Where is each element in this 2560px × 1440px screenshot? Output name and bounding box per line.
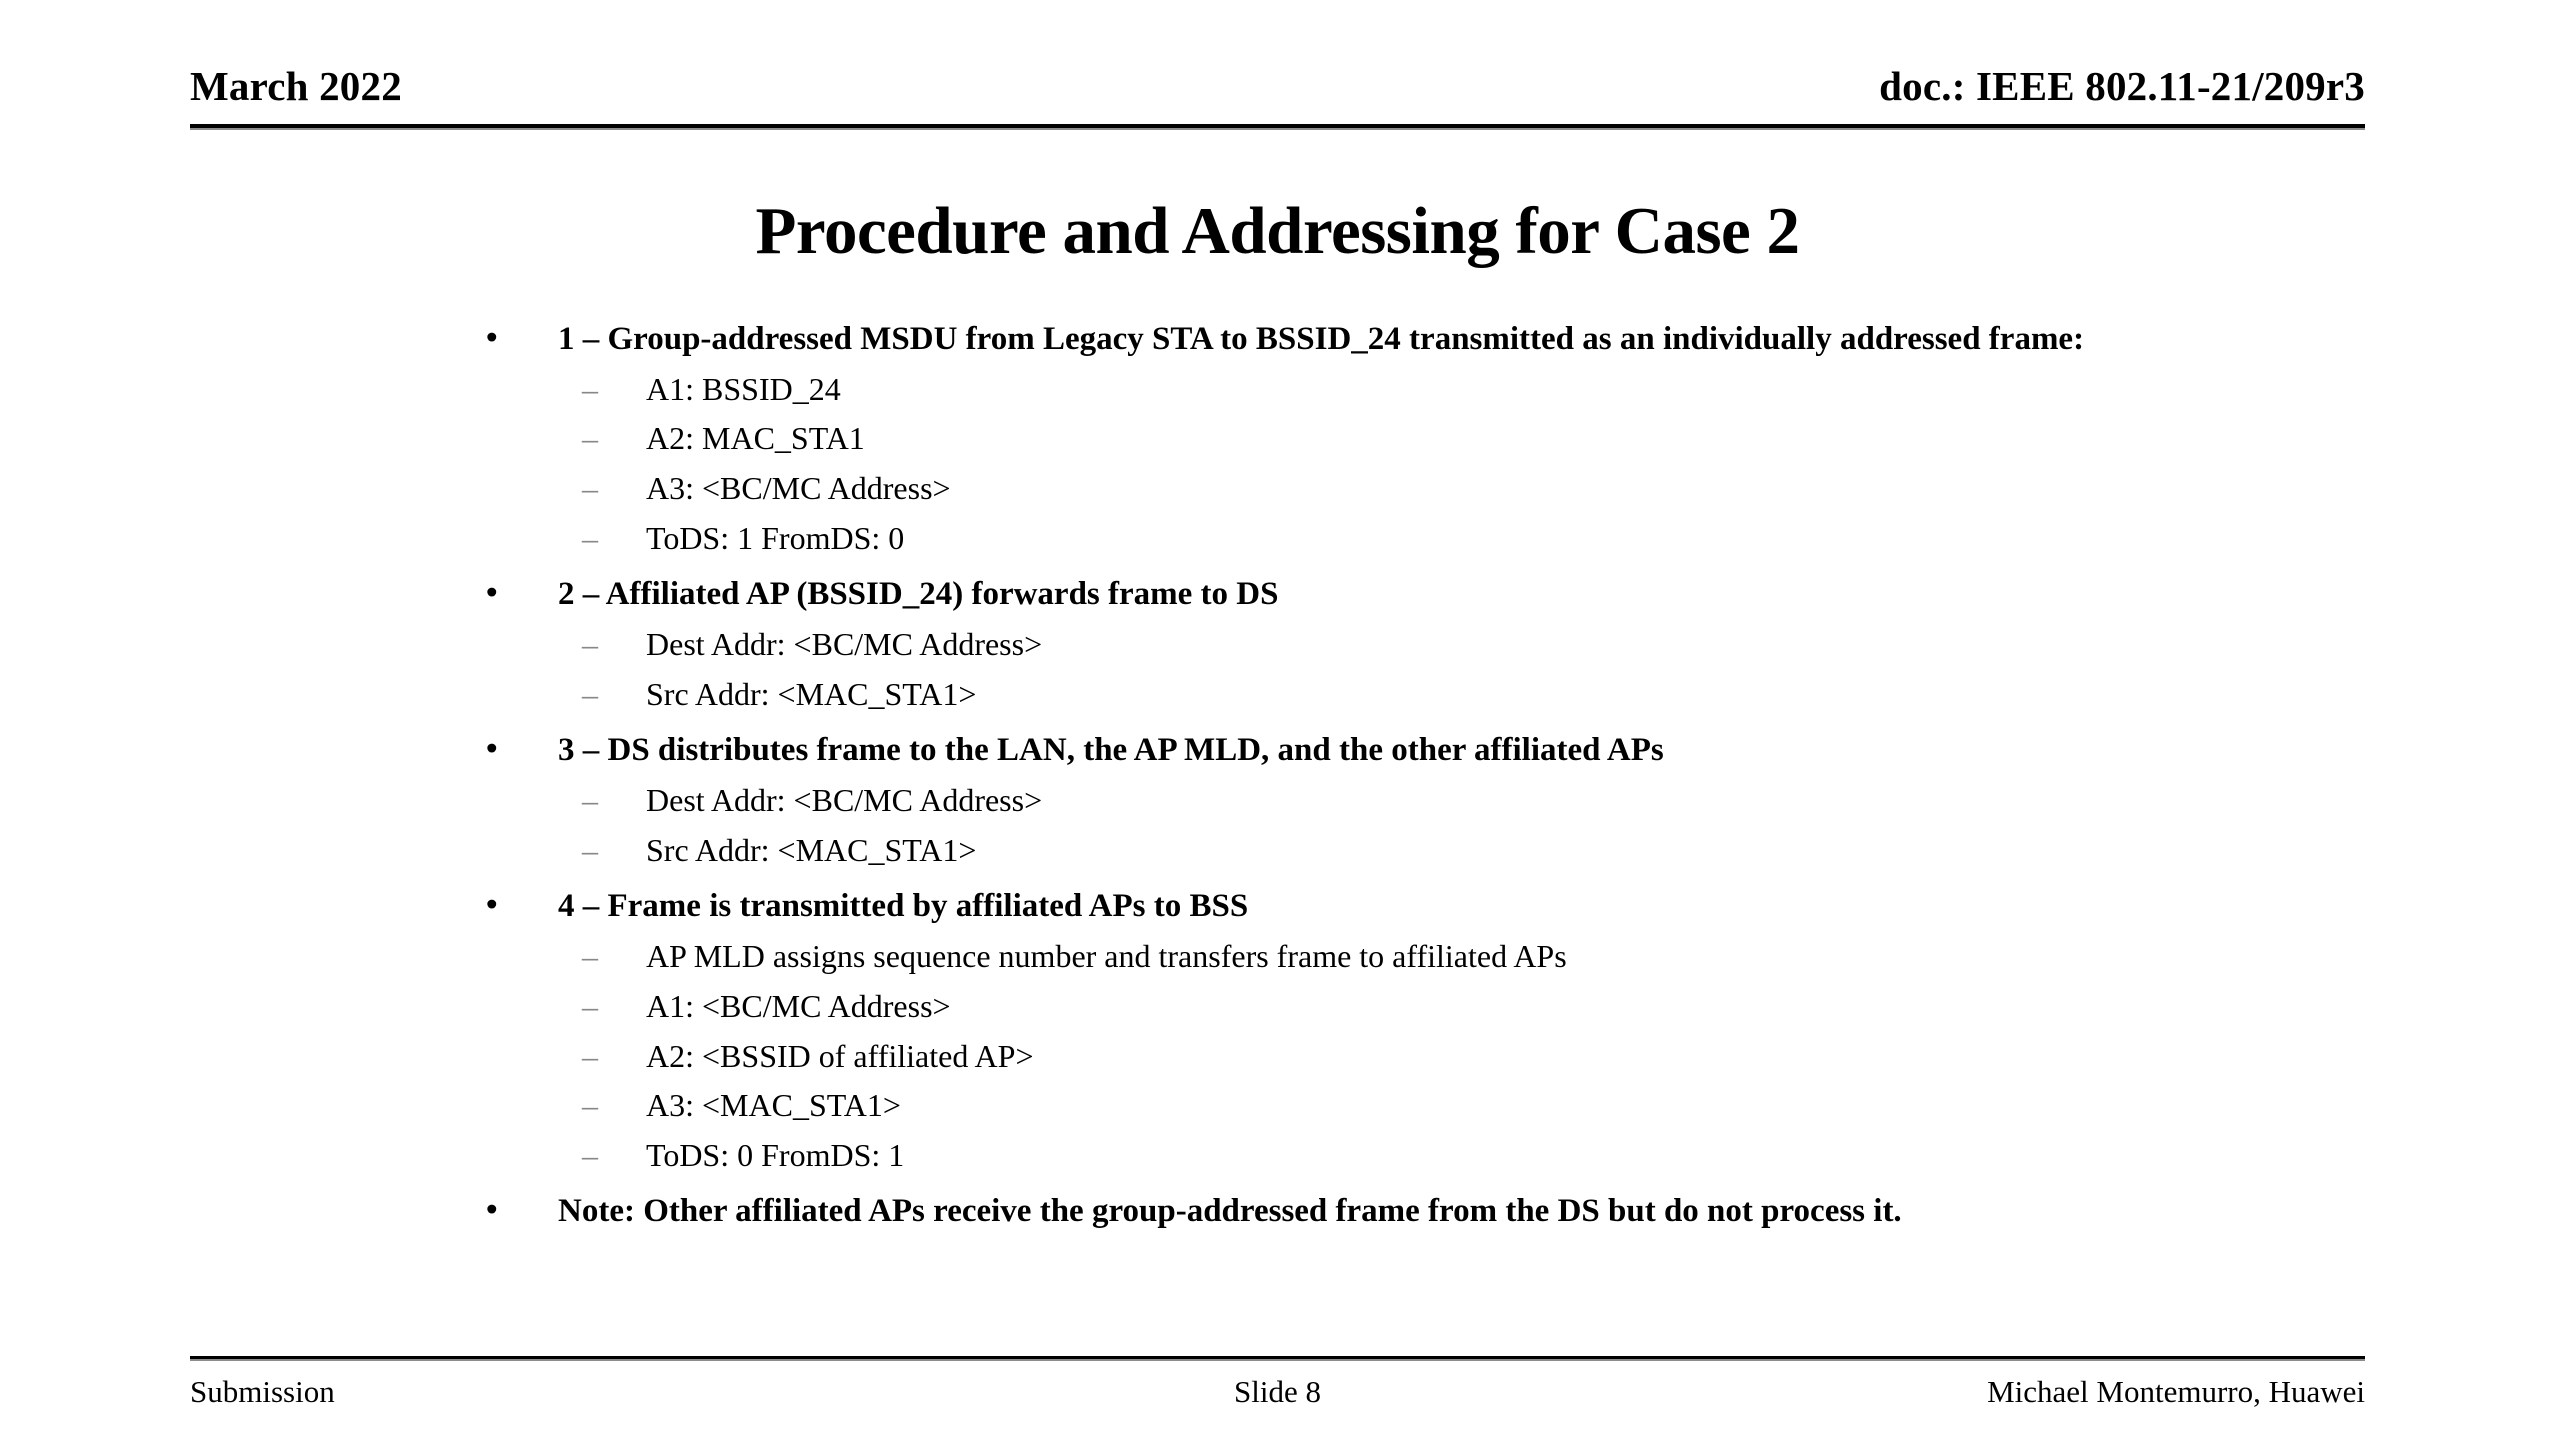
sub-bullet: – Src Addr: <MAC_STA1>	[470, 674, 2406, 716]
sub-bullet-text: A1: BSSID_24	[646, 370, 841, 407]
dash-icon: –	[582, 938, 598, 975]
dash-icon: –	[582, 1136, 598, 1173]
sub-bullet: – A2: <BSSID of affiliated AP>	[470, 1036, 2406, 1078]
dash-icon: –	[582, 675, 598, 712]
sub-bullet-text: A2: <BSSID of affiliated AP>	[646, 1037, 1034, 1074]
bullet-dot-icon: •	[486, 575, 498, 612]
dash-icon: –	[582, 782, 598, 819]
bullet-group-4: • 4 – Frame is transmitted by affiliated…	[470, 885, 2430, 1176]
footer-author: Michael Montemurro, Huawei	[1987, 1374, 2365, 1409]
sub-bullet-text: Dest Addr: <BC/MC Address>	[646, 626, 1043, 663]
bullet-item-2-subs: – Dest Addr: <BC/MC Address> – Src Addr:…	[470, 624, 2430, 715]
bullet-item-1-text: 1 – Group-addressed MSDU from Legacy STA…	[558, 321, 2085, 357]
sub-bullet-text: A1: <BC/MC Address>	[646, 987, 951, 1024]
bullet-item-4: • 4 – Frame is transmitted by affiliated…	[470, 885, 2198, 928]
sub-bullet: – A2: MAC_STA1	[470, 418, 2406, 460]
bullet-item-3-text: 3 – DS distributes frame to the LAN, the…	[558, 732, 1664, 769]
bullet-group-2: • 2 – Affiliated AP (BSSID_24) forwards …	[470, 573, 2430, 715]
slide-body: • 1 – Group-addressed MSDU from Legacy S…	[470, 318, 2430, 1235]
sub-bullet-text: ToDS: 0 FromDS: 1	[646, 1136, 905, 1173]
bullet-item-4-subs: – AP MLD assigns sequence number and tra…	[470, 936, 2430, 1176]
bullet-item-3-subs: – Dest Addr: <BC/MC Address> – Src Addr:…	[470, 780, 2430, 871]
sub-bullet-text: Src Addr: <MAC_STA1>	[646, 831, 977, 868]
bullet-item-1: • 1 – Group-addressed MSDU from Legacy S…	[470, 318, 2198, 361]
bullet-dot-icon: •	[486, 1192, 498, 1229]
bullet-item-2: • 2 – Affiliated AP (BSSID_24) forwards …	[470, 573, 2198, 616]
sub-bullet: – Dest Addr: <BC/MC Address>	[470, 780, 2406, 822]
sub-bullet-text: AP MLD assigns sequence number and trans…	[646, 938, 1567, 975]
footer-slide-number: Slide 8	[1234, 1374, 1321, 1409]
sub-bullet-text: Dest Addr: <BC/MC Address>	[646, 782, 1043, 819]
sub-bullet-text: ToDS: 1 FromDS: 0	[646, 519, 905, 556]
bullet-item-2-text: 2 – Affiliated AP (BSSID_24) forwards fr…	[558, 576, 1279, 613]
bullet-group-3: • 3 – DS distributes frame to the LAN, t…	[470, 729, 2430, 871]
dash-icon: –	[582, 470, 598, 507]
slide-footer: Submission Slide 8 Michael Montemurro, H…	[190, 1374, 2365, 1420]
sub-bullet: – A1: <BC/MC Address>	[470, 986, 2406, 1028]
sub-bullet: – A3: <MAC_STA1>	[470, 1085, 2406, 1127]
dash-icon: –	[582, 370, 598, 407]
header-date: March 2022	[190, 63, 402, 109]
slide-header: March 2022 doc.: IEEE 802.11-21/209r3	[190, 62, 2365, 128]
sub-bullet: – AP MLD assigns sequence number and tra…	[470, 936, 2406, 978]
sub-bullet: – A1: BSSID_24	[470, 369, 2406, 411]
bullet-item-note-text: Note: Other affiliated APs receive the g…	[558, 1193, 1902, 1230]
bullet-group-1: • 1 – Group-addressed MSDU from Legacy S…	[470, 318, 2430, 559]
bullet-dot-icon: •	[486, 887, 498, 924]
sub-bullet-text: A3: <MAC_STA1>	[646, 1087, 901, 1124]
dash-icon: –	[582, 1087, 598, 1124]
dash-icon: –	[582, 987, 598, 1024]
dash-icon: –	[582, 1037, 598, 1074]
page-title: Procedure and Addressing for Case 2	[755, 194, 1800, 268]
header-document-number: doc.: IEEE 802.11-21/209r3	[1879, 63, 2365, 109]
dash-icon: –	[582, 420, 598, 457]
sub-bullet: – A3: <BC/MC Address>	[470, 468, 2406, 510]
dash-icon: –	[582, 626, 598, 663]
bullet-item-note: • Note: Other affiliated APs receive the…	[470, 1190, 2198, 1233]
header-divider	[190, 124, 2365, 130]
sub-bullet-text: A2: MAC_STA1	[646, 420, 865, 457]
bullet-dot-icon: •	[486, 731, 498, 768]
sub-bullet: – ToDS: 0 FromDS: 1	[470, 1135, 2406, 1177]
bullet-item-1-subs: – A1: BSSID_24 – A2: MAC_STA1 – A3: <BC/…	[470, 369, 2430, 559]
bullet-item-3: • 3 – DS distributes frame to the LAN, t…	[470, 729, 2198, 772]
footer-submission-label: Submission	[190, 1374, 335, 1409]
sub-bullet-text: A3: <BC/MC Address>	[646, 470, 951, 507]
bullet-dot-icon: •	[486, 320, 498, 356]
dash-icon: –	[582, 519, 598, 556]
bullet-item-4-text: 4 – Frame is transmitted by affiliated A…	[558, 888, 1249, 925]
dash-icon: –	[582, 831, 598, 868]
footer-divider	[190, 1356, 2365, 1361]
sub-bullet-text: Src Addr: <MAC_STA1>	[646, 675, 977, 712]
sub-bullet: – Dest Addr: <BC/MC Address>	[470, 624, 2406, 666]
sub-bullet: – Src Addr: <MAC_STA1>	[470, 830, 2406, 872]
sub-bullet: – ToDS: 1 FromDS: 0	[470, 518, 2406, 560]
